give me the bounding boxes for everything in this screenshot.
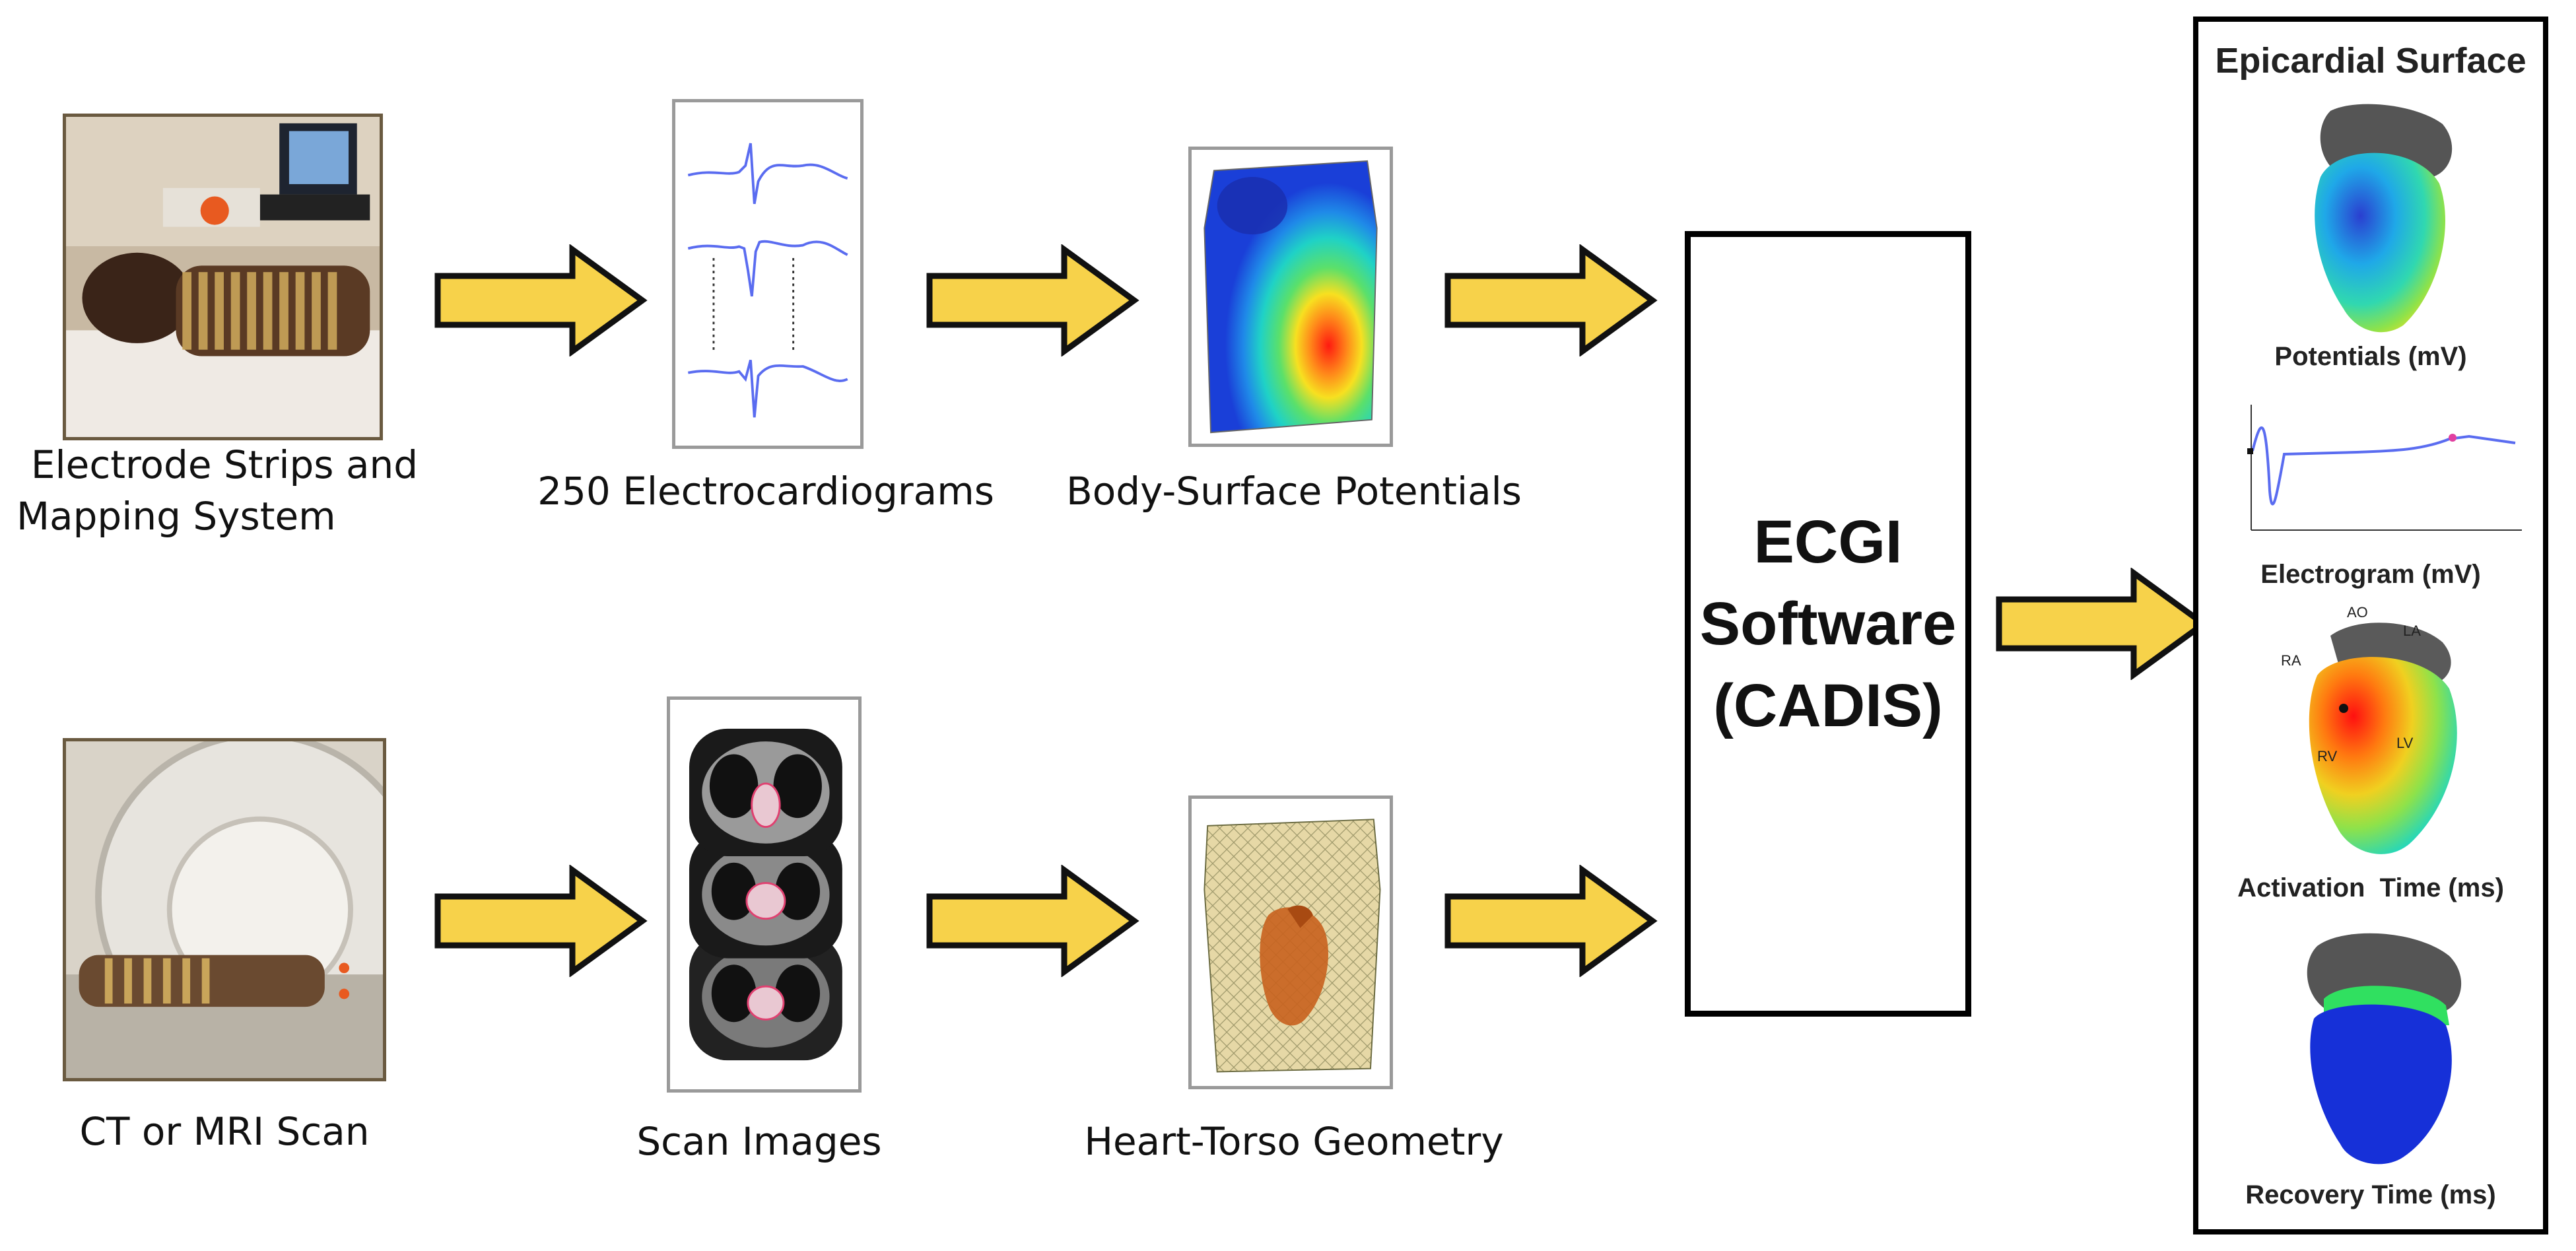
ecgi-line1: ECGI	[1700, 501, 1957, 583]
ecgi-line2: Software	[1700, 583, 1957, 665]
activation-heart-image	[2271, 603, 2482, 867]
activation-label: Activation Time (ms)	[2198, 873, 2543, 903]
flow-arrow-7	[1994, 568, 2212, 680]
flow-arrow-5	[924, 865, 1142, 977]
flow-arrow-4	[432, 865, 650, 977]
epicardial-output-panel: Epicardial Surface Potentials (mV)	[2193, 17, 2548, 1234]
lv-label: LV	[2396, 735, 2413, 752]
heart-torso-geometry-image	[1188, 795, 1393, 1089]
ct-mri-scanner-photo	[63, 738, 386, 1081]
geometry-label: Heart-Torso Geometry	[1017, 1116, 1571, 1167]
flow-arrow-3	[1442, 244, 1660, 356]
ecgi-software-label: ECGI Software (CADIS)	[1700, 501, 1957, 747]
scan-images-stack	[667, 696, 862, 1093]
electrode-label: Electrode Strips and Mapping System	[0, 439, 449, 542]
scan-images-label: Scan Images	[528, 1116, 990, 1167]
flow-arrow-1	[432, 244, 650, 356]
electrogram-trace	[2225, 391, 2528, 543]
epicardial-surface-title: Epicardial Surface	[2198, 40, 2543, 81]
potentials-heart-image	[2291, 98, 2462, 342]
ecgi-software-box: ECGI Software (CADIS)	[1685, 231, 1971, 1017]
electrode-label-line1: Electrode Strips and	[0, 439, 449, 490]
scan-label: CT or MRI Scan	[0, 1106, 449, 1157]
recovery-heart-image	[2284, 926, 2476, 1177]
ecgi-line3: (CADIS)	[1700, 665, 1957, 747]
flow-arrow-6	[1442, 865, 1660, 977]
la-label: LA	[2403, 623, 2421, 640]
electrode-label-line2: Mapping System	[0, 490, 449, 542]
ao-label: AO	[2347, 604, 2368, 621]
potentials-label: Potentials (mV)	[2198, 342, 2543, 372]
bsp-label: Body-Surface Potentials	[1017, 465, 1571, 517]
electrode-mapping-photo	[63, 114, 383, 440]
electrogram-label: Electrogram (mV)	[2198, 560, 2543, 590]
ecg-label: 250 Electrocardiograms	[502, 465, 1030, 517]
ecg-traces-image	[672, 99, 864, 449]
recovery-label: Recovery Time (ms)	[2198, 1180, 2543, 1210]
ra-label: RA	[2281, 652, 2301, 669]
flow-arrow-2	[924, 244, 1142, 356]
body-surface-map-image	[1188, 147, 1393, 447]
rv-label: RV	[2317, 748, 2337, 765]
